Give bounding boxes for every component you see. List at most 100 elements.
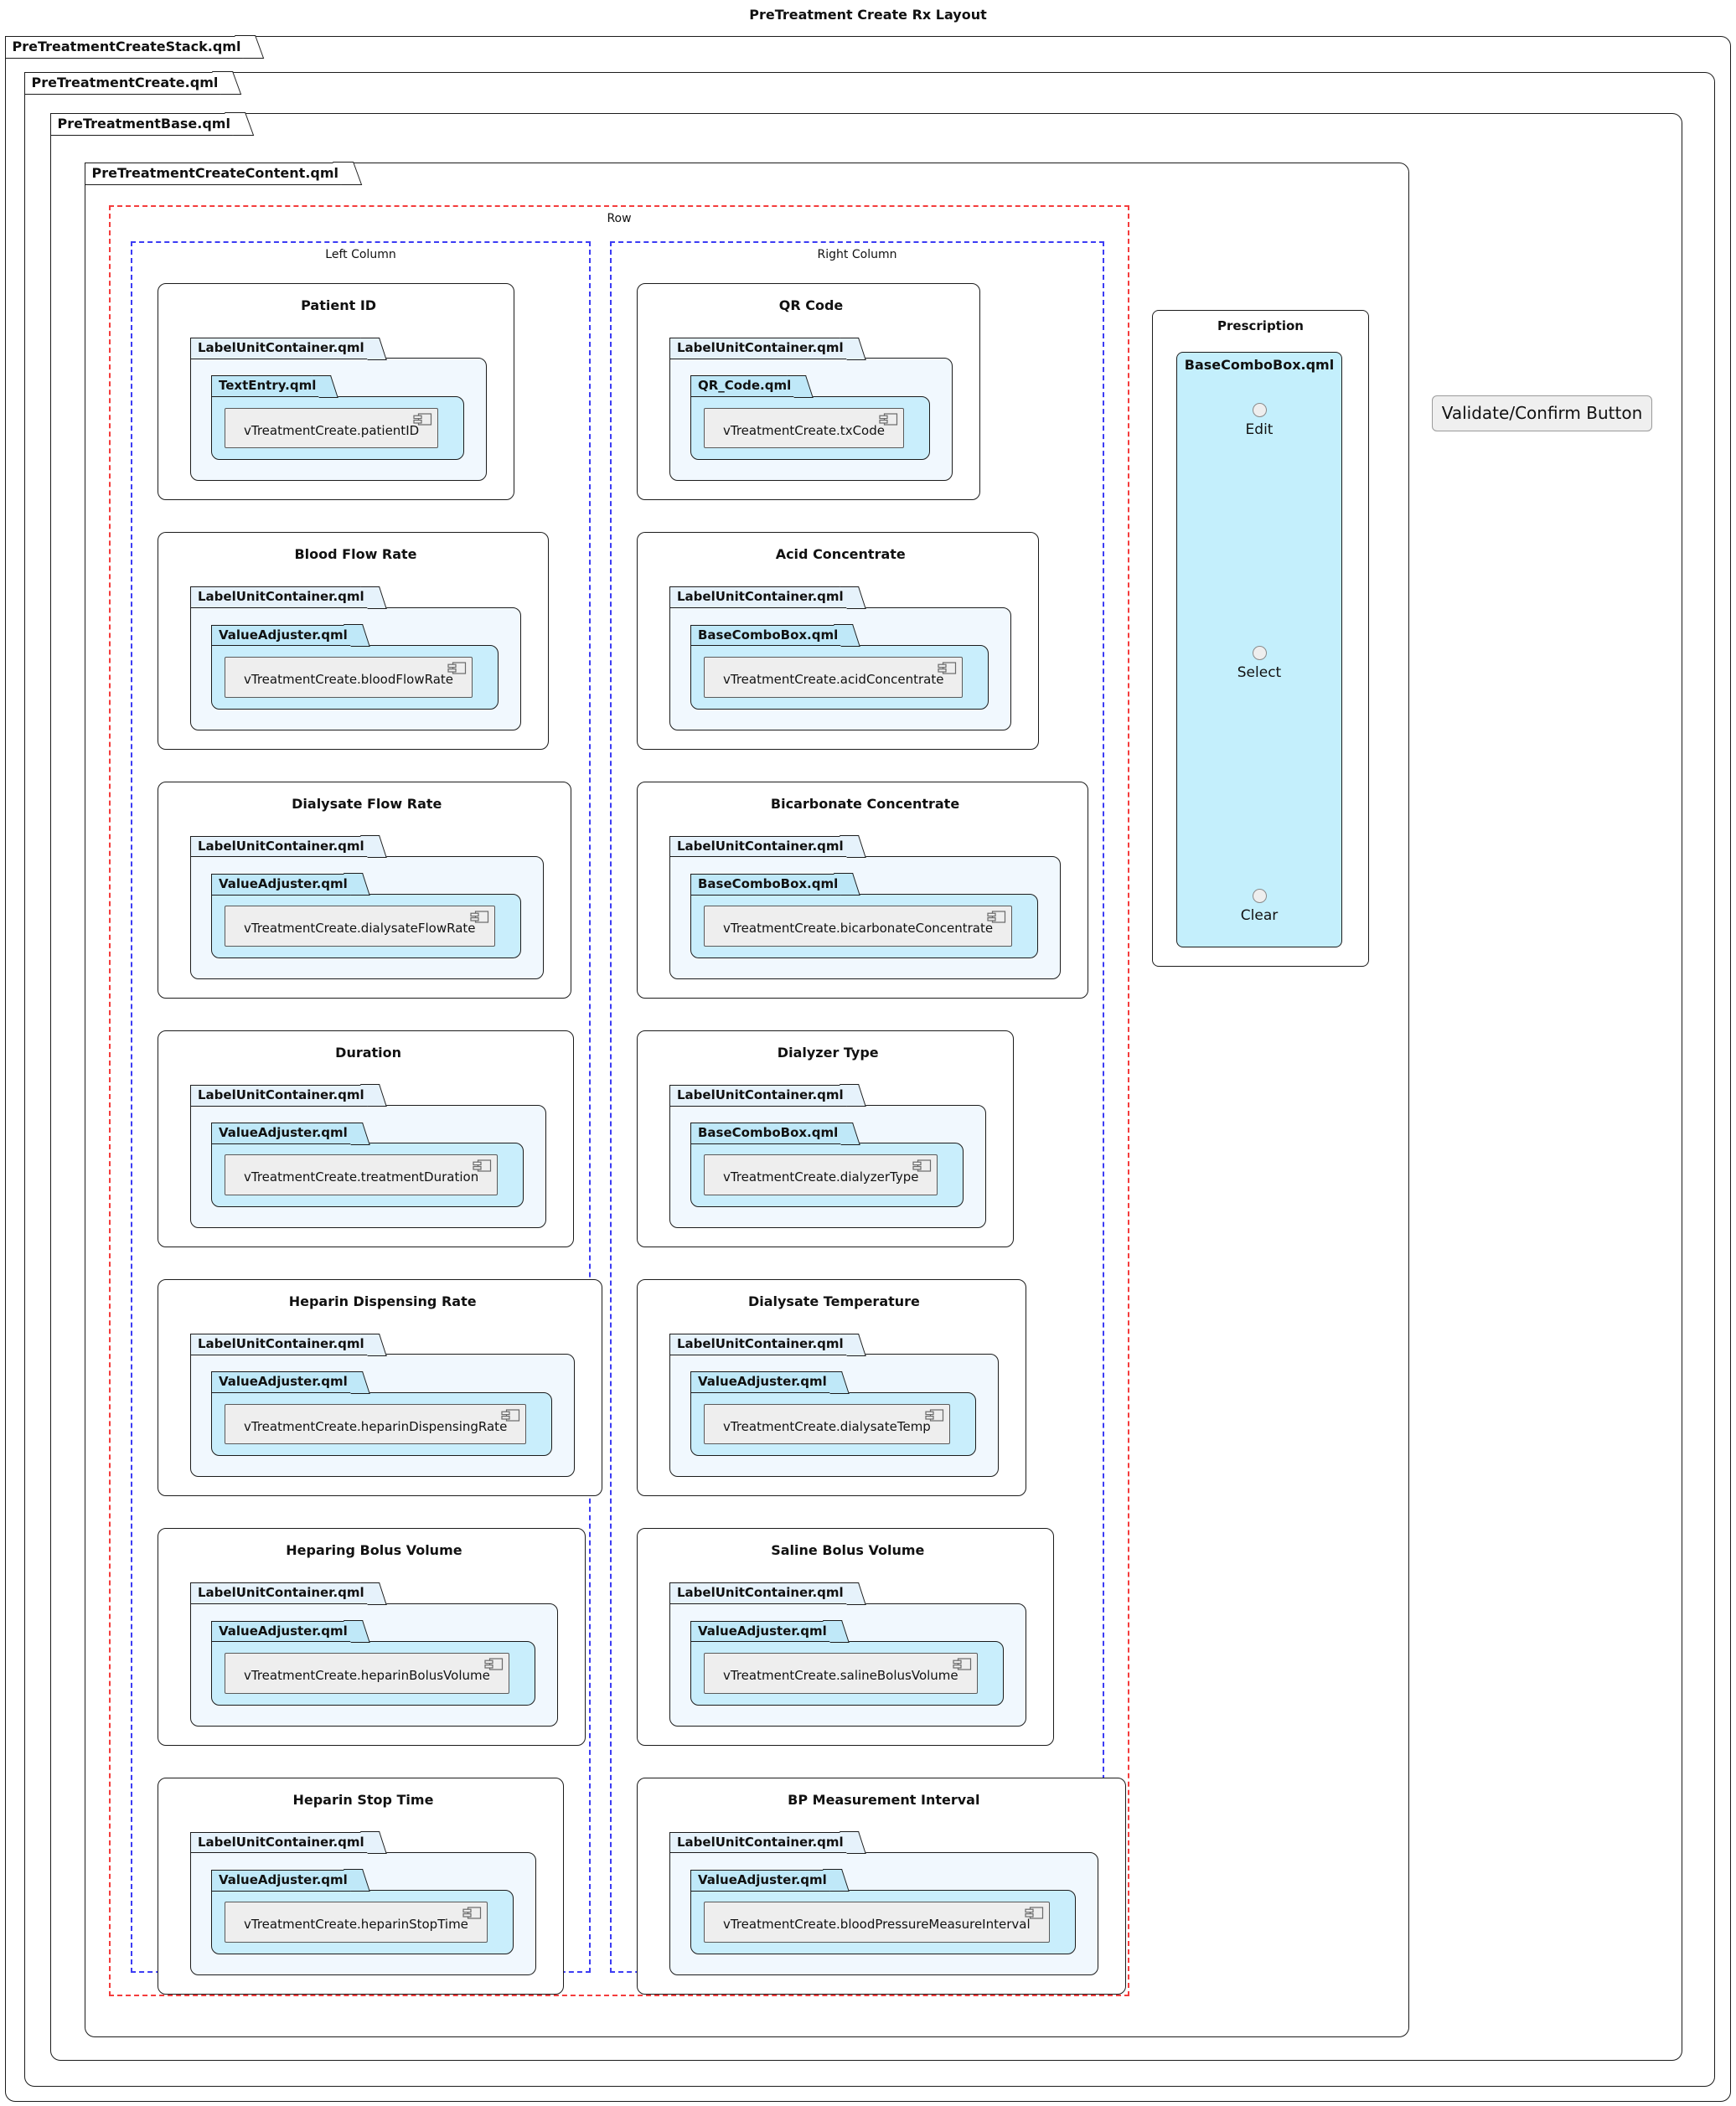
label-unit-container-frame: LabelUnitContainer.qml ValueAdjuster.qml bbox=[190, 1831, 536, 1975]
widget-tab: BaseComboBox.qml bbox=[690, 1123, 843, 1144]
package-tab: LabelUnitContainer.qml bbox=[669, 1334, 848, 1355]
field-box-bicarbonate-concentrate: Bicarbonate Concentrate LabelUnitContain… bbox=[637, 781, 1089, 999]
component-label: vTreatmentCreate.dialyzerType bbox=[723, 1169, 919, 1185]
package-tab: LabelUnitContainer.qml bbox=[190, 586, 369, 608]
field-box-blood-flow-rate: Blood Flow Rate LabelUnitContainer.qml V… bbox=[158, 532, 550, 750]
component-icon bbox=[413, 412, 432, 426]
option-circle-icon bbox=[1252, 646, 1267, 660]
component-label: vTreatmentCreate.bloodFlowRate bbox=[244, 671, 454, 687]
component-label: vTreatmentCreate.salineBolusVolume bbox=[723, 1667, 958, 1683]
label-unit-container-frame: LabelUnitContainer.qml QR_Code.qml bbox=[669, 338, 953, 482]
combo-option-select[interactable]: Select bbox=[1177, 646, 1341, 682]
label-unit-container-frame: LabelUnitContainer.qml BaseComboBox.qml bbox=[669, 1084, 987, 1228]
widget-tab: TextEntry.qml bbox=[211, 375, 321, 397]
frame-tab-content: PreTreatmentCreateContent.qml bbox=[84, 162, 343, 185]
value-adjuster-frame: ValueAdjuster.qml vTreatmentCreate.treat… bbox=[211, 1123, 524, 1207]
package-tab: LabelUnitContainer.qml bbox=[190, 1334, 369, 1355]
right-column-group: Right Column QR Code LabelUnitContainer.… bbox=[610, 241, 1126, 1995]
frame-tab-stack: PreTreatmentCreateStack.qml bbox=[4, 35, 245, 59]
component-icon bbox=[879, 412, 898, 426]
field-box-dialyzer-type: Dialyzer Type LabelUnitContainer.qml Bas… bbox=[637, 1030, 1015, 1247]
package-tab: LabelUnitContainer.qml bbox=[190, 1582, 369, 1604]
component-node: vTreatmentCreate.patientID bbox=[225, 407, 439, 449]
component-label: vTreatmentCreate.treatmentDuration bbox=[244, 1169, 479, 1185]
combo-option-clear[interactable]: Clear bbox=[1177, 889, 1341, 925]
field-box-qr-code: QR Code LabelUnitContainer.qml QR_Code.q… bbox=[637, 283, 980, 501]
component-icon bbox=[912, 1159, 932, 1172]
component-node: vTreatmentCreate.dialysateFlowRate bbox=[225, 906, 495, 947]
option-circle-icon bbox=[1252, 403, 1267, 417]
widget-tab: ValueAdjuster.qml bbox=[211, 624, 352, 647]
component-icon bbox=[462, 1907, 482, 1919]
value-adjuster-frame: ValueAdjuster.qml vTreatmentCreate.salin… bbox=[690, 1620, 1004, 1706]
package-tab: LabelUnitContainer.qml bbox=[190, 1831, 369, 1854]
component-icon bbox=[925, 1408, 943, 1422]
field-box-bp-measurement-interval: BP Measurement Interval LabelUnitContain… bbox=[637, 1777, 1126, 1995]
widget-tab: ValueAdjuster.qml bbox=[211, 1123, 352, 1144]
component-label: vTreatmentCreate.dialysateTemp bbox=[723, 1418, 931, 1434]
package-tab: LabelUnitContainer.qml bbox=[190, 835, 369, 858]
value-adjuster-frame: ValueAdjuster.qml vTreatmentCreate.dialy… bbox=[211, 873, 521, 958]
widget-tab: ValueAdjuster.qml bbox=[211, 1869, 352, 1892]
combo-option-edit[interactable]: Edit bbox=[1177, 403, 1341, 439]
frame-tab-create: PreTreatmentCreate.qml bbox=[23, 71, 222, 95]
frame-pretreatment-base: PreTreatmentBase.qml PreTreatmentCreateC… bbox=[49, 112, 1682, 2061]
right-column-label: Right Column bbox=[817, 248, 897, 261]
value-adjuster-frame: ValueAdjuster.qml vTreatmentCreate.hepar… bbox=[211, 1371, 553, 1457]
field-box-duration: Duration LabelUnitContainer.qml ValueAdj… bbox=[158, 1030, 575, 1247]
package-tab: LabelUnitContainer.qml bbox=[669, 1831, 848, 1854]
widget-tab: ValueAdjuster.qml bbox=[211, 1371, 352, 1393]
widget-tab: ValueAdjuster.qml bbox=[690, 1620, 831, 1643]
field-box-dialysate-flow-rate: Dialysate Flow Rate LabelUnitContainer.q… bbox=[158, 781, 571, 999]
field-box-heparin-bolus-volume: Heparing Bolus Volume LabelUnitContainer… bbox=[158, 1528, 586, 1746]
widget-tab: ValueAdjuster.qml bbox=[690, 1869, 831, 1892]
component-icon bbox=[501, 1408, 520, 1422]
value-adjuster-frame: ValueAdjuster.qml vTreatmentCreate.hepar… bbox=[211, 1620, 535, 1706]
component-label: vTreatmentCreate.heparinBolusVolume bbox=[244, 1667, 490, 1683]
field-title: Heparing Bolus Volume bbox=[286, 1542, 462, 1559]
prescription-box: Prescription BaseComboBox.qml Edit Selec… bbox=[1152, 310, 1369, 967]
combo-option-label: Edit bbox=[1245, 421, 1274, 438]
package-tab: LabelUnitContainer.qml bbox=[669, 338, 848, 359]
frame-tab-base: PreTreatmentBase.qml bbox=[49, 112, 234, 136]
field-box-heparin-dispensing-rate: Heparin Dispensing Rate LabelUnitContain… bbox=[158, 1279, 603, 1497]
widget-tab: BaseComboBox.qml bbox=[690, 873, 843, 896]
field-title: Blood Flow Rate bbox=[294, 546, 417, 563]
component-label: vTreatmentCreate.dialysateFlowRate bbox=[244, 921, 476, 936]
component-icon bbox=[469, 911, 488, 923]
package-tab: LabelUnitContainer.qml bbox=[669, 835, 848, 858]
component-label: vTreatmentCreate.heparinDispensingRate bbox=[244, 1418, 508, 1434]
component-label: vTreatmentCreate.acidConcentrate bbox=[723, 671, 944, 687]
field-box-saline-bolus-volume: Saline Bolus Volume LabelUnitContainer.q… bbox=[637, 1528, 1054, 1746]
package-tab: LabelUnitContainer.qml bbox=[669, 586, 848, 608]
label-unit-container-frame: LabelUnitContainer.qml ValueAdjuster.qml bbox=[190, 1582, 558, 1727]
right-column-stack: QR Code LabelUnitContainer.qml QR_Code.q… bbox=[637, 283, 1126, 1995]
base-combo-box-frame: BaseComboBox.qml vTreatmentCreate.dialyz… bbox=[690, 1123, 964, 1207]
validate-confirm-button[interactable]: Validate/Confirm Button bbox=[1432, 395, 1652, 431]
component-icon bbox=[484, 1658, 503, 1670]
component-node: vTreatmentCreate.acidConcentrate bbox=[704, 656, 964, 698]
frame-pretreatment-create-stack: PreTreatmentCreateStack.qml PreTreatment… bbox=[4, 35, 1731, 2102]
frame-pretreatment-create: PreTreatmentCreate.qml PreTreatmentBase.… bbox=[23, 71, 1715, 2087]
field-title: Duration bbox=[335, 1044, 402, 1061]
component-node: vTreatmentCreate.bicarbonateConcentrate bbox=[704, 906, 1013, 947]
base-combo-box: BaseComboBox.qml Edit Select bbox=[1176, 352, 1342, 947]
field-title: Dialysate Temperature bbox=[747, 1293, 920, 1309]
component-node: vTreatmentCreate.txCode bbox=[704, 407, 904, 449]
component-label: vTreatmentCreate.patientID bbox=[244, 422, 420, 438]
value-adjuster-frame: ValueAdjuster.qml vTreatmentCreate.dialy… bbox=[690, 1371, 976, 1457]
component-node: vTreatmentCreate.dialysateTemp bbox=[704, 1403, 950, 1445]
label-unit-container-frame: LabelUnitContainer.qml BaseComboBox.qml bbox=[669, 835, 1062, 979]
base-combo-box-frame: BaseComboBox.qml vTreatmentCreate.acidCo… bbox=[690, 624, 989, 710]
component-icon bbox=[1025, 1907, 1043, 1919]
combo-option-label: Select bbox=[1237, 664, 1282, 681]
field-box-heparin-stop-time: Heparin Stop Time LabelUnitContainer.qml… bbox=[158, 1777, 564, 1995]
field-title: Dialysate Flow Rate bbox=[292, 795, 442, 812]
value-adjuster-frame: ValueAdjuster.qml vTreatmentCreate.hepar… bbox=[211, 1869, 514, 1954]
field-title: Acid Concentrate bbox=[775, 546, 906, 563]
field-title: Heparin Dispensing Rate bbox=[288, 1293, 477, 1309]
field-box-patient-id: Patient ID LabelUnitContainer.qml TextEn… bbox=[158, 283, 515, 501]
frame-pretreatment-create-content: PreTreatmentCreateContent.qml Row Left C… bbox=[84, 162, 1409, 2037]
package-tab: LabelUnitContainer.qml bbox=[669, 1084, 848, 1107]
